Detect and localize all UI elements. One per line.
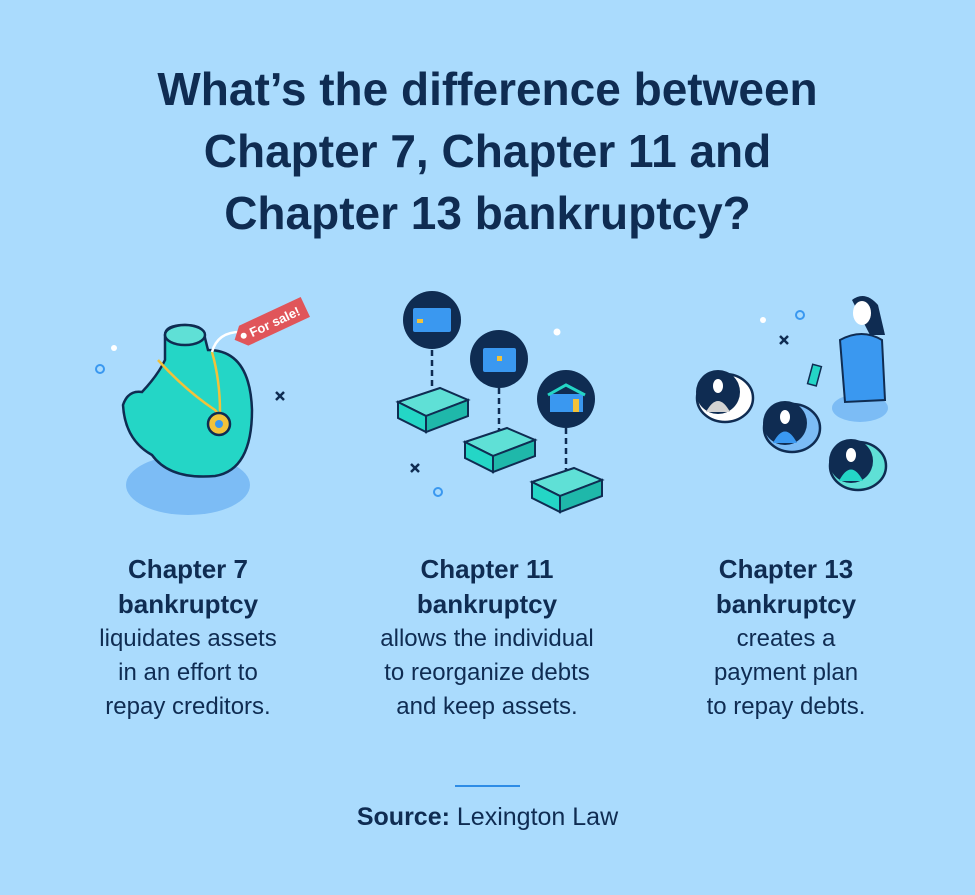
for-sale-tag: For sale! bbox=[234, 296, 310, 346]
chapter-7-desc-3: repay creditors. bbox=[105, 693, 271, 720]
chapter-13-desc-3: to repay debts. bbox=[706, 693, 866, 720]
money-stack bbox=[395, 386, 471, 434]
money-stack bbox=[462, 426, 538, 474]
chapter-7-desc-1: liquidates assets bbox=[99, 625, 277, 652]
title-line-3: Chapter 13 bankruptcy? bbox=[224, 187, 751, 239]
chapter-13-desc-1: creates a bbox=[736, 625, 836, 652]
title-line-2: Chapter 7, Chapter 11 and bbox=[203, 125, 772, 177]
source-value: Lexington Law bbox=[456, 803, 619, 831]
x-mark-icon bbox=[410, 463, 420, 473]
chapter-13-desc-2: payment plan bbox=[713, 659, 859, 686]
chapter-7-column: Chapter 7 bankruptcy liquidates assets i… bbox=[58, 552, 318, 724]
chapter-11-heading: Chapter 11 bbox=[420, 554, 554, 584]
title-line-1: What’s the difference between bbox=[157, 63, 818, 115]
chapter-11-heading-2: bankruptcy bbox=[416, 589, 558, 619]
chapter-7-heading: Chapter 7 bbox=[128, 554, 248, 584]
chapter-7-desc-2: in an effort to bbox=[118, 659, 258, 686]
chapter-11-desc-3: and keep assets. bbox=[396, 693, 578, 720]
person-figure bbox=[806, 296, 888, 422]
chapter-7-heading-2: bankruptcy bbox=[117, 589, 259, 619]
payment-plan-illustration bbox=[695, 296, 888, 492]
briefcase-icon bbox=[470, 330, 528, 430]
chapter-11-column: Chapter 11 bankruptcy allows the individ… bbox=[357, 552, 617, 724]
x-mark-icon bbox=[779, 335, 789, 345]
chapter-13-heading: Chapter 13 bbox=[718, 554, 854, 584]
house-icon bbox=[537, 370, 595, 470]
source-credit: Source: Lexington Law bbox=[0, 803, 975, 832]
source-label: Source: bbox=[356, 803, 450, 831]
money-stacks-illustration bbox=[395, 291, 605, 514]
credit-card-icon bbox=[403, 291, 461, 388]
divider bbox=[455, 785, 520, 787]
chapter-11-desc-1: allows the individual bbox=[380, 625, 594, 652]
chapter-11-desc-2: to reorganize debts bbox=[384, 659, 590, 686]
creditor-token-gray bbox=[695, 370, 755, 424]
creditor-token-teal bbox=[828, 439, 888, 492]
x-mark-icon bbox=[275, 391, 285, 401]
page-title: What’s the difference between Chapter 7,… bbox=[0, 58, 975, 244]
money-stack bbox=[529, 466, 605, 514]
chapter-13-column: Chapter 13 bankruptcy creates a payment … bbox=[656, 552, 916, 724]
creditor-token-blue bbox=[762, 401, 822, 454]
bust-necklace-illustration: For sale! bbox=[95, 296, 310, 515]
chapter-13-heading-2: bankruptcy bbox=[715, 589, 857, 619]
